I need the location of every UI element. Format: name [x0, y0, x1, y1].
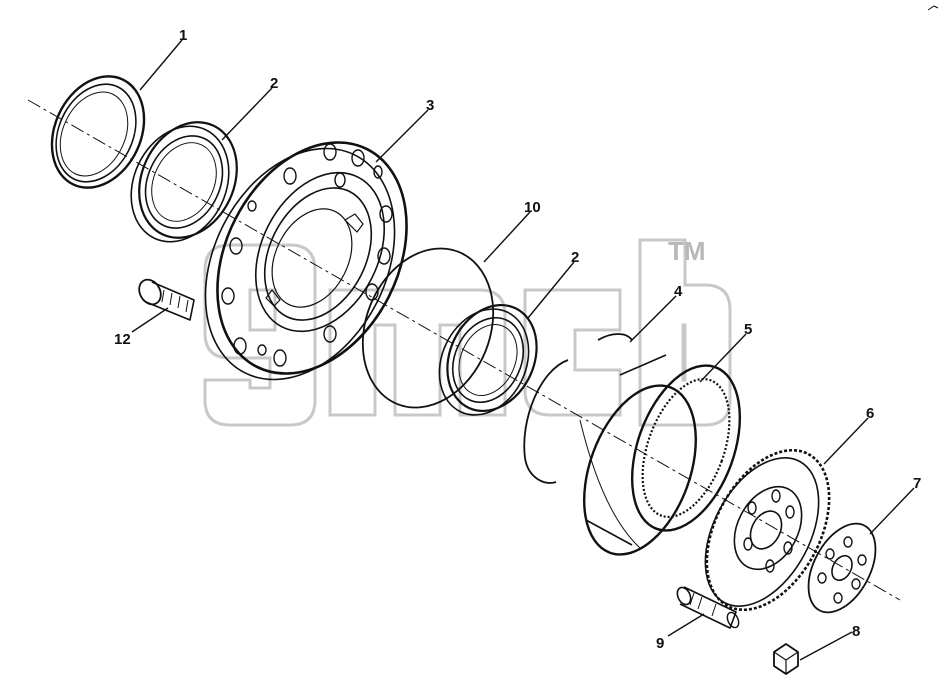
- thrust-plate-part: [807, 522, 877, 614]
- ring-gear-part: [579, 354, 742, 556]
- corner-mark: [927, 5, 939, 11]
- callout-2-upper: 2: [270, 75, 278, 92]
- callout-6: 6: [866, 405, 874, 422]
- o-ring-part: [361, 247, 495, 409]
- seal-ring-part: [50, 75, 146, 189]
- bearing-lower-part: [438, 303, 538, 416]
- watermark-trademark: TM: [668, 236, 706, 266]
- wheel-hub-part: [204, 141, 408, 381]
- callout-8: 8: [852, 623, 860, 640]
- watermark: TM: [203, 236, 732, 427]
- callout-3: 3: [426, 97, 434, 114]
- stud-part: [676, 586, 740, 629]
- leader-lines: [131, 39, 915, 661]
- nut-part: [773, 643, 799, 675]
- center-axis-line: [27, 99, 901, 601]
- callout-10: 10: [524, 199, 541, 216]
- callout-5: 5: [744, 321, 752, 338]
- planet-carrier-gear-part: [704, 448, 831, 612]
- flange-bolt-holes: [221, 143, 393, 367]
- callout-labels: 1 2 3 10 2 4 5 6 7 12 9 8: [114, 27, 921, 652]
- callout-12: 12: [114, 331, 131, 348]
- callout-4: 4: [674, 283, 683, 300]
- bolt-part: [138, 278, 195, 321]
- callout-7: 7: [913, 475, 921, 492]
- callout-1: 1: [179, 27, 187, 44]
- callout-2-lower: 2: [571, 249, 579, 266]
- snap-ring-part: [523, 359, 569, 484]
- bearing-upper-part: [130, 121, 238, 243]
- callout-9: 9: [656, 635, 664, 652]
